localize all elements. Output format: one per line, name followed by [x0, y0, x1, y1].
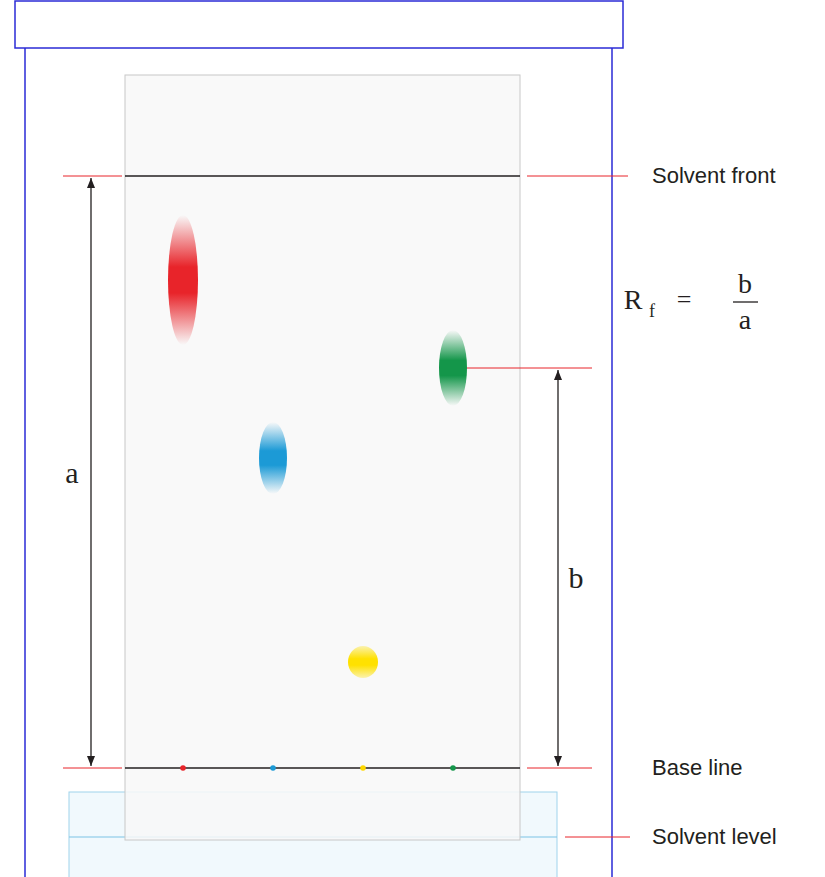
- formula-numerator: b: [738, 270, 752, 298]
- solvent-front-label: Solvent front: [652, 165, 776, 187]
- distance-arrow: [557, 370, 558, 766]
- green-spot: [439, 330, 467, 406]
- tlc-plate: [125, 75, 520, 840]
- solvent-level-label: Solvent level: [652, 826, 777, 848]
- yellow-spot: [348, 646, 378, 678]
- formula-symbol: R: [624, 286, 643, 314]
- origin-dot: [450, 765, 456, 771]
- base-line-label: Base line: [652, 757, 743, 779]
- formula-denominator: a: [739, 306, 751, 334]
- origin-dot: [270, 765, 276, 771]
- fraction-bar: [733, 301, 758, 302]
- formula-subscript: f: [649, 302, 655, 320]
- blue-spot: [259, 422, 287, 494]
- formula-equals: =: [677, 287, 692, 313]
- origin-dot: [360, 765, 366, 771]
- solvent-front-line: [125, 175, 520, 177]
- origin-dot: [180, 765, 186, 771]
- label-patch: [565, 561, 587, 595]
- red-spot: [168, 215, 198, 345]
- leader-lines: [63, 176, 630, 837]
- distance-label: a: [65, 458, 78, 488]
- distance-arrow: [90, 178, 91, 766]
- tank-lid: [15, 1, 623, 48]
- distance-label: b: [569, 563, 584, 593]
- label-patch: [60, 456, 84, 490]
- tank-wall: [25, 48, 612, 877]
